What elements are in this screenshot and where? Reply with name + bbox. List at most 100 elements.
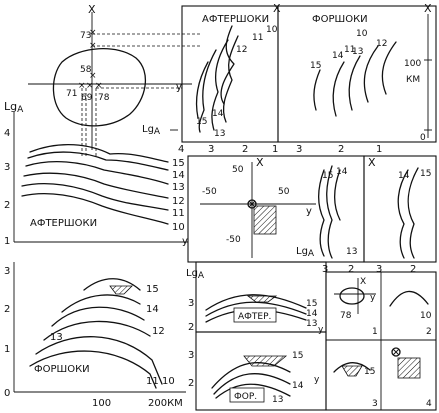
tick-label: 3 xyxy=(188,298,194,309)
profile-curve xyxy=(51,306,145,327)
curve-label: 14 xyxy=(212,109,224,119)
tick-label: 2 xyxy=(242,144,248,155)
legend-arc xyxy=(333,362,371,373)
panel-title: ФОРШОКИ xyxy=(312,14,368,25)
curve-label: 14 xyxy=(336,167,348,177)
isoline xyxy=(332,61,345,117)
map-x-label: X xyxy=(88,3,96,16)
profile-curve xyxy=(25,161,169,185)
curve-label: 14 xyxy=(172,170,185,181)
curve-label: 15 xyxy=(306,299,317,309)
tick-label: 3 xyxy=(4,266,10,277)
isoline xyxy=(326,165,333,259)
tick-label: -50 xyxy=(226,235,241,245)
svg-text:×: × xyxy=(78,81,86,91)
map-point-label: 69 xyxy=(81,93,93,103)
svg-text:×: × xyxy=(89,71,97,81)
title-box xyxy=(229,387,265,403)
x-axis-label: y xyxy=(314,375,320,385)
curve-label: 10 xyxy=(356,29,368,39)
panel-title: АФТЕРШОКИ xyxy=(202,14,269,25)
title-box xyxy=(233,307,277,323)
legend-number: 1 xyxy=(372,327,378,337)
tick-label: 1 xyxy=(4,236,10,247)
section-panel: X y 50 -50 50 -50 15 14 13 LgA 3 2 xyxy=(187,155,365,275)
isoline xyxy=(381,41,397,95)
station-markers: ×× ×× ×× xyxy=(78,28,103,91)
curve-label: 15 xyxy=(292,351,303,361)
legend-grid: X y 78 1 10 2 15 3 4 xyxy=(325,271,437,411)
profile-curve xyxy=(35,336,163,385)
curve-label: 13 xyxy=(272,395,283,405)
curve-label: 12 xyxy=(376,39,387,49)
curve-label: 14 xyxy=(398,171,410,181)
aftershocks-profile-panel: LgA y 4 3 2 1 15 14 13 12 11 10 АФТЕРШОК… xyxy=(4,100,188,247)
lga-label: LgA xyxy=(296,246,315,259)
profile-curve xyxy=(215,383,291,399)
side-panel: X 14 15 3 2 xyxy=(363,155,437,275)
isoline xyxy=(318,169,325,257)
legend-curve-label: 10 xyxy=(420,311,432,321)
x-axis-label: y xyxy=(318,325,324,335)
hatched-zone xyxy=(246,295,278,303)
x-axis-label: y xyxy=(182,236,188,247)
panel-frame xyxy=(277,5,437,143)
isoline xyxy=(363,45,379,103)
legend-ellipse xyxy=(339,287,365,305)
foreshocks-x-lga-panel: ФОРШОКИ X 11 10 12 13 14 15 100 КМ 0 3 2… xyxy=(277,2,437,155)
epicenter-cross xyxy=(248,200,256,208)
legend-point-label: 78 xyxy=(340,311,352,321)
tick-label: 2 xyxy=(4,304,10,315)
legend-hatched-zone xyxy=(341,365,363,377)
curve-label: 10 xyxy=(172,222,185,233)
isoline xyxy=(334,169,341,221)
tick-label: 3 xyxy=(322,264,328,275)
curve-label: 10 xyxy=(162,376,175,387)
x-axis-label: X xyxy=(273,2,281,15)
tick-label: 3 xyxy=(296,144,302,155)
legend-arc xyxy=(389,290,429,307)
isoline xyxy=(407,167,419,259)
map-point-label: 58 xyxy=(80,65,92,75)
curve-label: 11 xyxy=(252,33,263,43)
x-axis-label: X xyxy=(256,156,264,169)
hatched-zone xyxy=(109,285,133,295)
isoline xyxy=(211,39,229,131)
scale-value: 100 xyxy=(404,59,421,69)
hatched-zone xyxy=(243,355,288,367)
curve-label: 11 xyxy=(172,208,185,219)
profile-curve xyxy=(29,350,157,389)
aftershock-inset-panel: LgA 3 2 15 14 13 y АФТЕР. xyxy=(186,261,327,335)
y-axis-label: y xyxy=(306,206,312,217)
profile-curve xyxy=(83,278,141,291)
tick-label: 50 xyxy=(278,187,290,197)
hatched-zone xyxy=(253,205,277,235)
curve-label: 12 xyxy=(152,326,165,337)
panel-title: ФОР. xyxy=(234,392,257,402)
curve-label: 14 xyxy=(306,309,318,319)
curve-label: 13 xyxy=(306,319,317,329)
curve-label: 13 xyxy=(346,247,357,257)
tick-label: 1 xyxy=(272,144,278,155)
curve-label: 14 xyxy=(146,304,159,315)
tick-label: 3 xyxy=(376,264,382,275)
profile-curve xyxy=(43,320,151,341)
profile-curve xyxy=(205,301,307,317)
foreshock-inset-panel: 3 2 15 14 13 y ФОР. xyxy=(188,331,327,411)
curve-label: 15 xyxy=(322,171,333,181)
legend-epicenter-marker xyxy=(391,347,401,357)
tick-label: 2 xyxy=(4,200,10,211)
legend-epicenter-cross xyxy=(392,348,400,356)
tick-label: 2 xyxy=(188,378,194,389)
profile-curve xyxy=(61,294,141,313)
curve-label: 13 xyxy=(50,332,63,343)
profile-curve xyxy=(21,192,169,225)
map-point-label: 73 xyxy=(80,31,91,41)
tick-label: -50 xyxy=(202,187,217,197)
legend-cell-3: 15 3 xyxy=(333,362,378,409)
curve-label: 14 xyxy=(292,381,304,391)
isoline xyxy=(348,55,361,111)
map-y-label: y xyxy=(176,82,182,93)
curve-label: 11 xyxy=(344,45,355,55)
